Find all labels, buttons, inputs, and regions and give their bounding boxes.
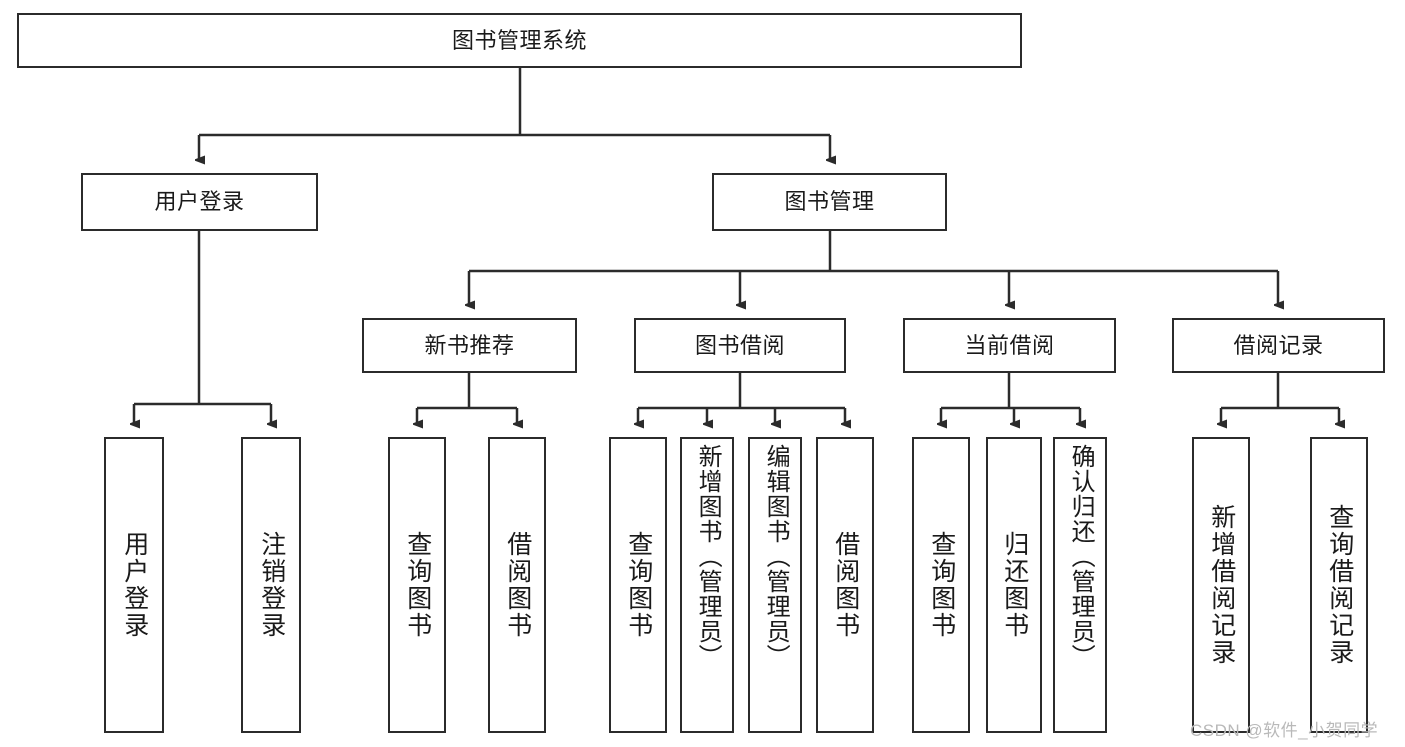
leaf-return-book[interactable]: 归还图书 — [986, 437, 1042, 733]
leaf-logout[interactable]: 注销登录 — [241, 437, 301, 733]
leaf-query-book-rec[interactable]: 查询图书 — [388, 437, 446, 733]
node-book-management[interactable]: 图书管理 — [712, 173, 947, 231]
leaf-add-book[interactable]: 新增图书（管理员） — [680, 437, 734, 733]
node-current-borrow[interactable]: 当前借阅 — [903, 318, 1116, 373]
node-book-borrow[interactable]: 图书借阅 — [634, 318, 846, 373]
leaf-add-borrow-record[interactable]: 新增借阅记录 — [1192, 437, 1250, 733]
leaf-query-book-current[interactable]: 查询图书 — [912, 437, 970, 733]
node-new-book-recommend[interactable]: 新书推荐 — [362, 318, 577, 373]
leaf-borrow-book-rec[interactable]: 借阅图书 — [488, 437, 546, 733]
node-borrow-records[interactable]: 借阅记录 — [1172, 318, 1385, 373]
watermark-text: CSDN @软件_小贺同学 — [1190, 721, 1379, 740]
leaf-query-borrow-record[interactable]: 查询借阅记录 — [1310, 437, 1368, 733]
leaf-edit-book[interactable]: 编辑图书（管理员） — [748, 437, 802, 733]
node-user-login[interactable]: 用户登录 — [81, 173, 318, 231]
leaf-borrow-book[interactable]: 借阅图书 — [816, 437, 874, 733]
leaf-confirm-return[interactable]: 确认归还（管理员） — [1053, 437, 1107, 733]
leaf-query-book-borrow[interactable]: 查询图书 — [609, 437, 667, 733]
node-root[interactable]: 图书管理系统 — [17, 13, 1022, 68]
leaf-user-login[interactable]: 用户登录 — [104, 437, 164, 733]
